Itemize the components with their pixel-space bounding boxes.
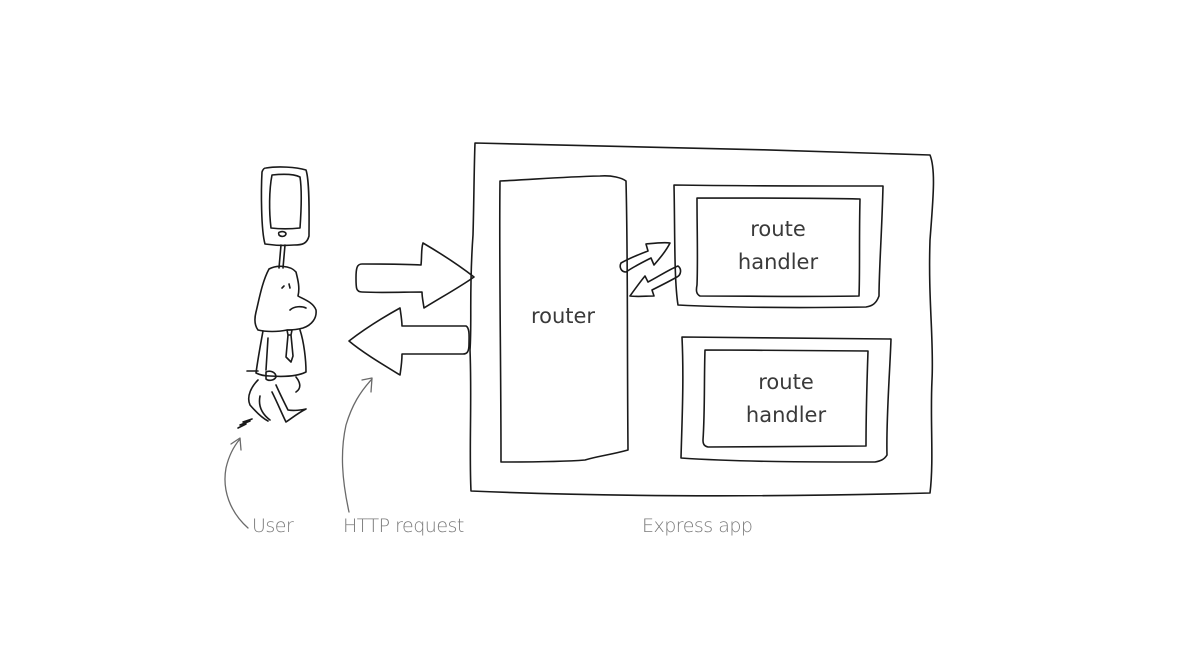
express-app-frame [469, 142, 935, 497]
tie-icon [285, 329, 294, 363]
user-figure [237, 166, 317, 429]
router-to-handler-arrow [619, 241, 671, 273]
router-box [498, 175, 629, 463]
route-handler-1-label-line2: handler [738, 250, 819, 274]
express-app-caption: Express app [642, 515, 753, 537]
user-head [254, 265, 317, 333]
user-pointer [224, 437, 249, 529]
phone-icon [260, 166, 310, 269]
route-handler-2-label-line1: route [758, 370, 813, 394]
route-handler-1: route handler [673, 184, 884, 309]
request-arrow [355, 242, 475, 309]
route-handler-2: route handler [680, 336, 892, 463]
user-legs [247, 376, 307, 423]
route-handler-2-label-line2: handler [746, 403, 827, 427]
user-torso [255, 329, 307, 378]
http-request-pointer [341, 377, 373, 513]
router-label: router [531, 304, 595, 328]
response-arrow [348, 307, 470, 376]
handler-to-router-arrow [629, 265, 682, 298]
http-request-caption: HTTP request [343, 515, 464, 537]
user-caption: User [252, 515, 294, 537]
route-handler-1-label-line1: route [750, 217, 805, 241]
